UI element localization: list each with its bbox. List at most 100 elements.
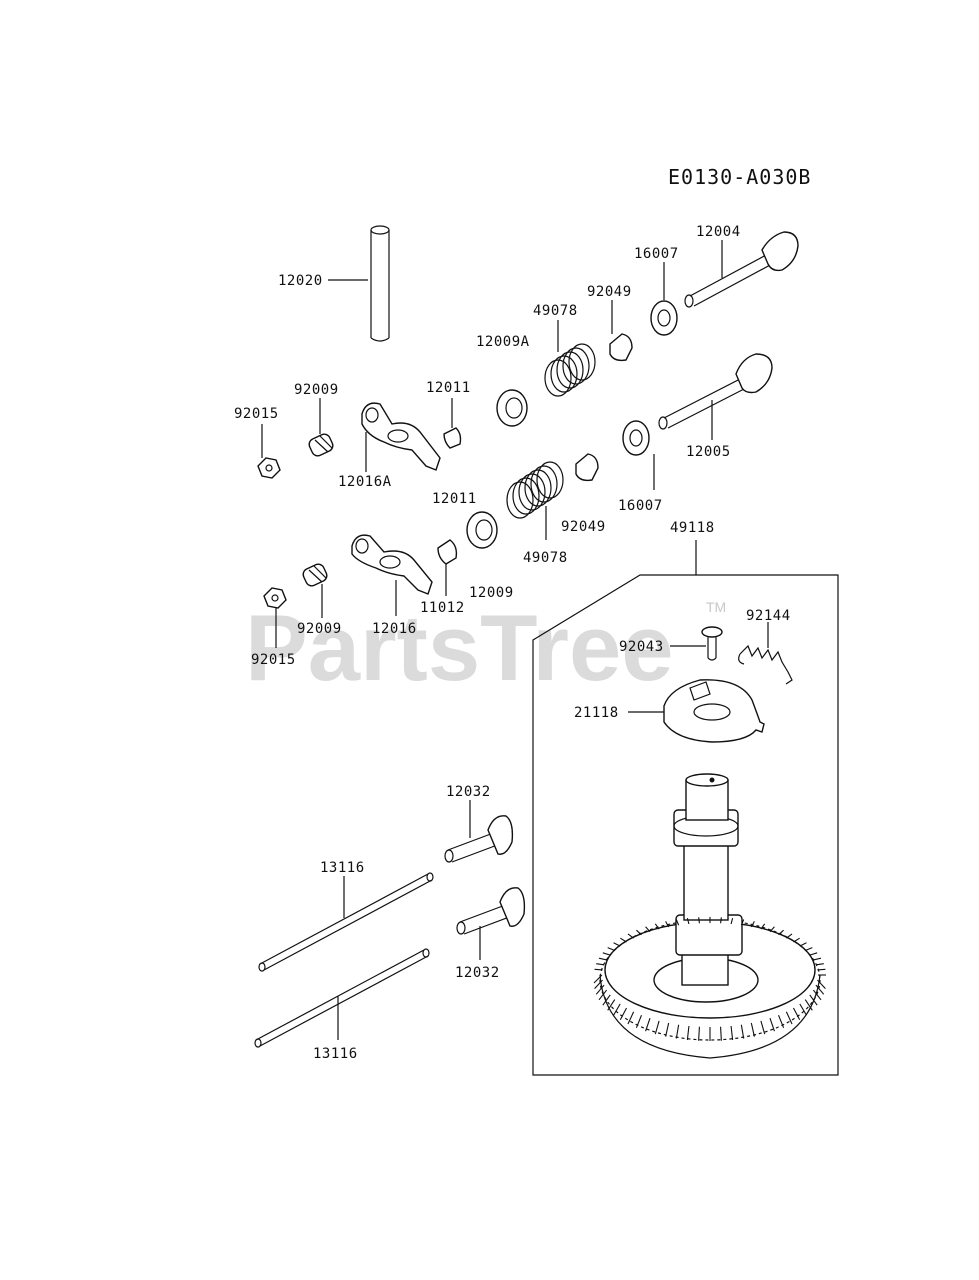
label-92049-lower: 92049 [561,519,606,535]
gear-tooth [769,926,775,933]
gear-tooth [665,921,670,928]
label-13116-upper: 13116 [320,860,365,876]
gear-teeth [593,917,826,1041]
gear-tooth [730,917,734,925]
gear-tooth [613,1003,621,1016]
gear-tooth [654,923,660,930]
part-12011-upper [443,398,462,449]
gear-tooth [740,919,745,926]
part-92043-pin [670,626,723,661]
part-12032-lifter-upper [444,800,514,863]
part-92049-retainer-upper [609,300,633,362]
trademark: TM [706,599,726,615]
part-92144-spring [738,622,793,685]
gear-tooth [602,994,611,1006]
label-49118: 49118 [670,520,715,536]
label-12032-upper: 12032 [446,784,491,800]
watermark: PartsTree [245,595,674,700]
label-12016: 12016 [372,621,417,637]
part-16007-seal-upper [650,262,678,336]
gear-tooth [720,1026,722,1041]
part-12005-valve [658,353,773,440]
gear-tooth [793,937,800,943]
label-92015-lower: 92015 [251,652,296,668]
gear-tooth [799,942,807,947]
gear-tooth [613,942,621,947]
label-11012: 11012 [420,600,465,616]
label-12020: 12020 [278,273,323,289]
gear-tooth [786,933,793,939]
gear-tooth [654,1020,660,1035]
diagram-code: E0130-A030B [668,165,811,189]
part-13116-pushrod-upper [258,872,434,972]
gear-tooth [792,1007,801,1021]
gear-tooth [760,1020,766,1035]
gear-tooth [815,963,824,966]
label-12011-upper: 12011 [426,380,471,396]
gear-tooth [812,989,822,1001]
gear-tooth [607,999,616,1011]
part-11012 [437,539,458,596]
gear-tooth [778,1014,785,1029]
gear-tooth [809,994,818,1006]
part-12011-lower [466,511,498,549]
part-49078-spring-lower [506,461,564,540]
gear-tooth [750,921,755,928]
label-12016A: 12016A [338,474,392,490]
part-92049-retainer-lower [575,453,599,482]
part-camshaft-gear [599,773,821,1059]
part-21118-plate [628,679,765,743]
label-12032-lower: 12032 [455,965,500,981]
gear-tooth [805,947,813,951]
gear-tooth [594,979,603,990]
gear-tooth [636,929,642,936]
gear-tooth [730,1025,734,1040]
gear-tooth [665,1022,670,1037]
part-92015-nut-upper [257,424,281,479]
gear-tooth [720,917,722,924]
label-21118: 21118 [574,705,619,721]
part-92015-nut-lower [263,587,287,648]
gear-tooth [619,1007,628,1021]
gear-tooth [635,1014,642,1029]
gear-tooth [799,1003,807,1016]
gear-tooth [785,1011,793,1025]
label-12005: 12005 [686,444,731,460]
label-92009-lower: 92009 [297,621,342,637]
gear-tooth [698,917,700,924]
label-49078-upper: 49078 [533,303,578,319]
part-12009A-collar [496,389,528,427]
part-92009-screw-lower [302,563,328,618]
part-13116-pushrod-lower [254,948,430,1048]
gear-tooth [598,989,608,1001]
label-92015-upper: 92015 [234,406,279,422]
gear-tooth [686,917,690,925]
label-49078-lower: 49078 [523,550,568,566]
gear-tooth [627,933,634,939]
gear-tooth [740,1024,745,1039]
part-12032-lifter-lower [456,887,526,960]
gear-tooth [686,1025,690,1040]
gear-tooth [750,1022,755,1037]
label-92043: 92043 [619,639,664,655]
label-92049-upper: 92049 [587,284,632,300]
label-16007-upper: 16007 [634,246,679,262]
gear-tooth [595,984,605,995]
gear-tooth [607,947,615,951]
gear-tooth [627,1011,635,1025]
gear-tooth [645,1018,651,1032]
gear-tooth [778,929,784,936]
gear-tooth [675,919,680,926]
part-12016A-rocker-arm [361,402,441,472]
part-92009-screw-upper [308,398,334,457]
label-12004: 12004 [696,224,741,240]
gear-tooth [809,952,818,956]
gear-tooth [675,1024,680,1039]
gear-tooth [593,974,603,984]
label-13116-lower: 13116 [313,1046,358,1062]
gear-tooth [813,957,822,961]
gear-tooth [645,926,651,933]
part-49078-spring-upper [544,320,596,397]
label-12011-lower: 12011 [432,491,477,507]
gear-tooth [620,937,627,943]
